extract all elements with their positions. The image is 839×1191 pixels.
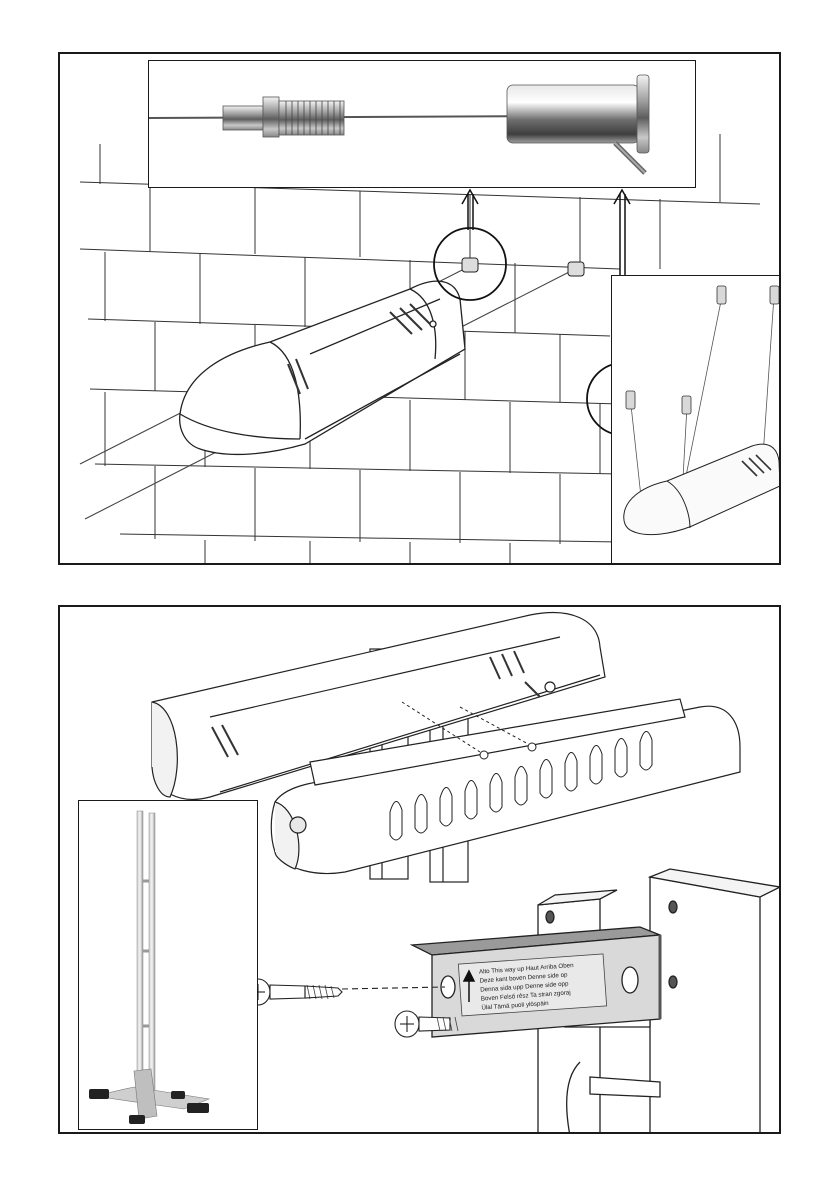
stand-pole bbox=[136, 810, 156, 1094]
brick-wall bbox=[79, 134, 761, 563]
cable-end-socket bbox=[506, 74, 650, 175]
phillips-screw-icon bbox=[245, 978, 343, 1006]
heater-vent-slots bbox=[389, 731, 653, 841]
floor-stand-detail bbox=[78, 800, 258, 1130]
stand-base bbox=[89, 1068, 211, 1124]
floor-stand-photo bbox=[89, 810, 211, 1124]
stand-mounting-panel: Alto This way up Haut Arriba Oben Deze k… bbox=[58, 605, 781, 1134]
wire-mounting-panel bbox=[58, 52, 781, 565]
arrow-up-icon bbox=[462, 969, 476, 1002]
bracket-label-line-5: Ülal Tämä puoli ylöspäin bbox=[481, 1000, 549, 1012]
phillips-screw-icon bbox=[394, 1010, 459, 1038]
post-screws bbox=[401, 701, 537, 760]
cable-gripper bbox=[222, 96, 345, 138]
ceiling-fittings bbox=[625, 285, 779, 415]
wall-bracket-detail bbox=[409, 868, 779, 1132]
back-heater bbox=[151, 611, 606, 800]
heater-on-wires bbox=[179, 280, 466, 456]
cable-fitting-photo bbox=[149, 74, 650, 175]
front-heater bbox=[270, 698, 741, 875]
wire-mounting-illustration bbox=[79, 134, 761, 563]
ceiling-hanging-detail bbox=[611, 275, 779, 563]
ceiling-hanging-photo bbox=[623, 285, 779, 536]
callout-arrows bbox=[461, 188, 631, 363]
hanging-heater bbox=[623, 443, 779, 536]
stand-mounting-illustration: Alto This way up Haut Arriba Oben Deze k… bbox=[151, 611, 779, 1132]
bracket-screws bbox=[245, 978, 459, 1038]
cable-fitting-detail bbox=[148, 60, 696, 188]
wall-anchors bbox=[461, 257, 585, 277]
